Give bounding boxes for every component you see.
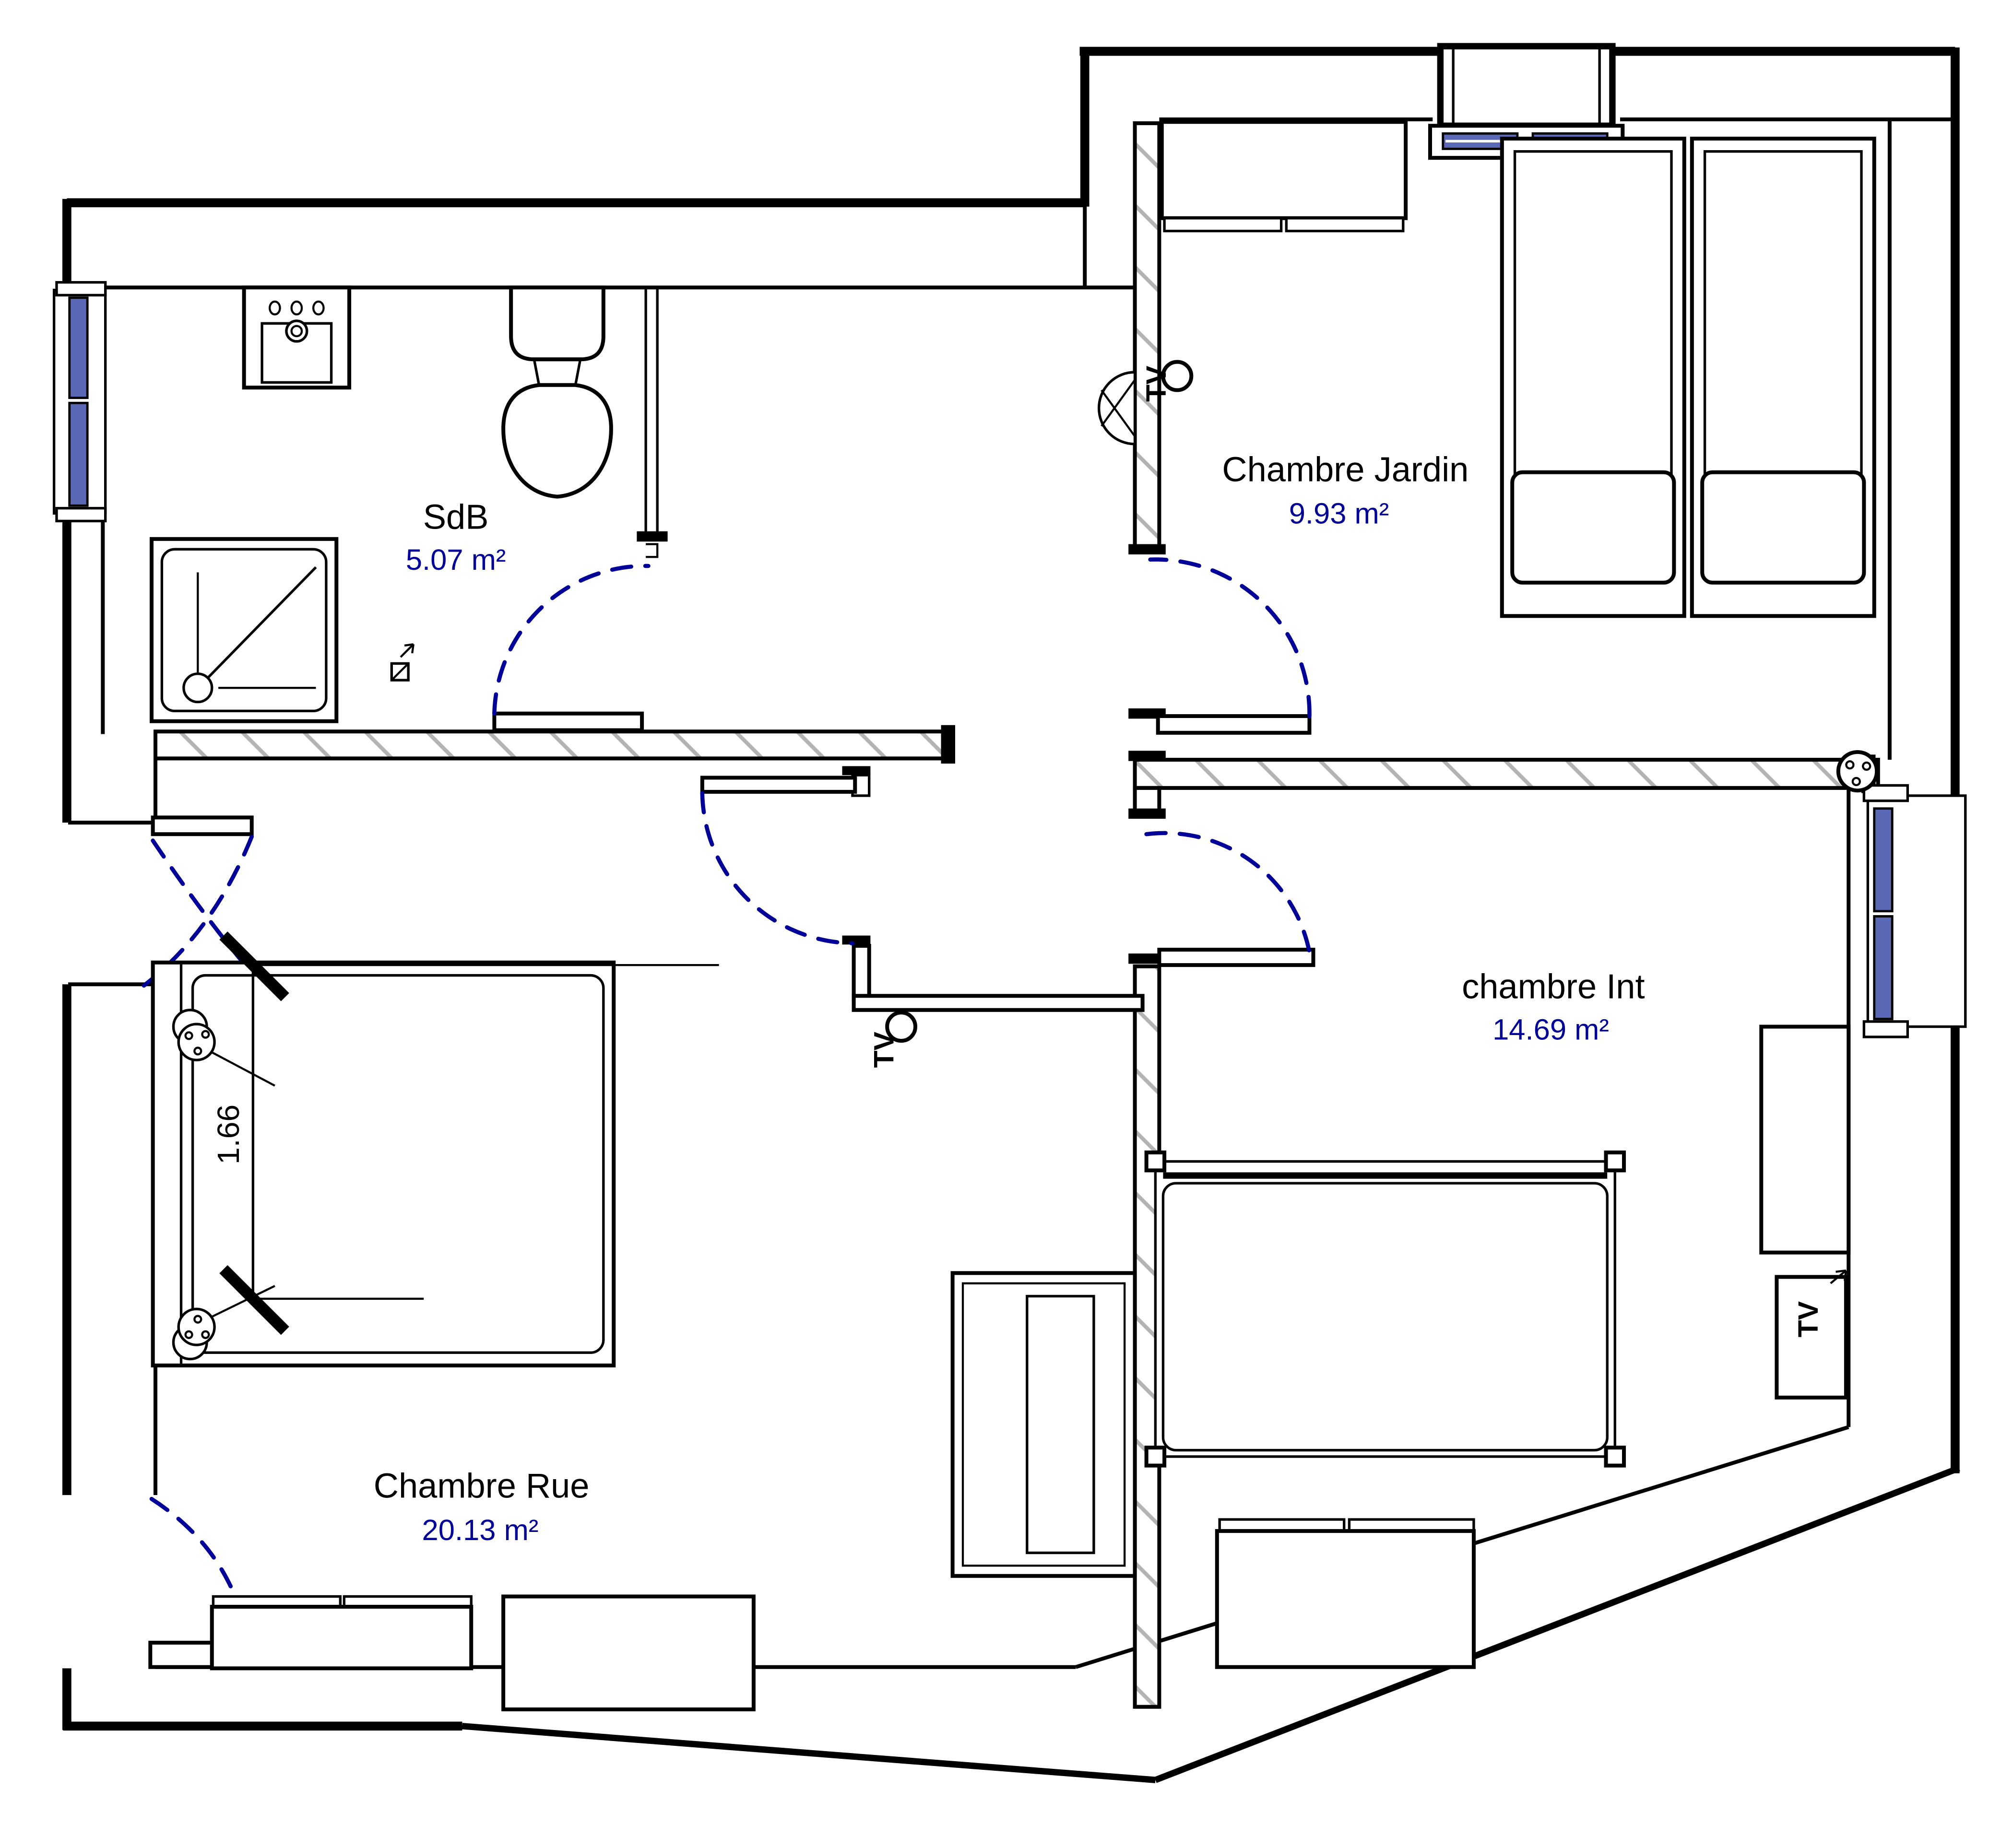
wall-end-cap <box>941 725 955 764</box>
closet <box>1160 120 1408 233</box>
rue-upper-door <box>142 815 254 988</box>
tv-label-jardin: TV <box>1141 365 1172 401</box>
jardin-door <box>1148 557 1312 735</box>
room-label-sdb: SdB <box>423 498 489 536</box>
tv-outlet-jardin: TV <box>1141 360 1194 402</box>
shower <box>149 537 339 723</box>
side-table-1 <box>210 1595 474 1671</box>
sdb-door <box>492 564 651 732</box>
toilet <box>501 285 613 499</box>
window-right <box>1862 784 1967 1038</box>
corridor-door <box>700 776 857 945</box>
room-area-rue: 20.13 m² <box>422 1514 539 1547</box>
room-chambre-int: TV chambre Int 14.69 m² <box>950 831 1851 1669</box>
window-glass <box>68 401 89 507</box>
double-bed-int <box>1144 1150 1626 1468</box>
side-table-2 <box>501 1594 756 1712</box>
window-glass <box>1873 807 1894 913</box>
room-label-jardin: Chambre Jardin <box>1222 450 1468 489</box>
window-glass <box>68 296 89 399</box>
single-bed-1 <box>1500 136 1686 618</box>
bedside-table <box>1215 1518 1476 1669</box>
tv-cabinet: TV <box>1775 1269 1848 1400</box>
dimension-1-66: 1.66 <box>211 931 289 1335</box>
room-chambre-rue: 1.66 Chambre Rue 20.13 m² <box>142 815 756 1712</box>
room-area-int: 14.69 m² <box>1492 1013 1609 1046</box>
wall-corridor-left <box>154 730 948 761</box>
wall-corridor-right <box>1133 757 1880 790</box>
sink <box>242 285 352 390</box>
wall-lamp-icon-top <box>172 1009 275 1087</box>
room-label-int: chambre Int <box>1462 968 1645 1006</box>
drain-arrow-symbol <box>390 643 414 682</box>
room-label-rue: Chambre Rue <box>374 1467 590 1506</box>
wall-sconce-icon <box>1098 371 1137 446</box>
int-door <box>1144 831 1315 967</box>
toilet-partition-wall <box>637 287 668 558</box>
tv-outlet-corridor: TV <box>869 1011 918 1068</box>
corridor-l-wall <box>842 766 1145 1012</box>
room-chambre-jardin: TV Chambre Jardin 9.93 m² <box>1098 120 1876 735</box>
wall-lamp-icon-bottom <box>172 1285 275 1361</box>
window-glass <box>1873 915 1894 1020</box>
desk <box>950 1271 1137 1578</box>
room-area-sdb: 5.07 m² <box>406 543 506 577</box>
wardrobe <box>1759 1024 1851 1255</box>
tv-label-corridor: TV <box>869 1032 900 1068</box>
power-socket-icon <box>1836 750 1879 793</box>
room-sdb: SdB 5.07 m² <box>149 285 668 732</box>
wall-jardin-west-upper <box>1133 121 1161 552</box>
window-left <box>52 281 107 523</box>
double-bed-rue <box>151 960 719 1367</box>
dimension-label: 1.66 <box>211 1105 246 1165</box>
room-area-jardin: 9.93 m² <box>1289 497 1389 530</box>
corridor: TV <box>700 776 918 1068</box>
tv-label-int: TV <box>1793 1301 1824 1337</box>
single-bed-2 <box>1690 136 1876 618</box>
